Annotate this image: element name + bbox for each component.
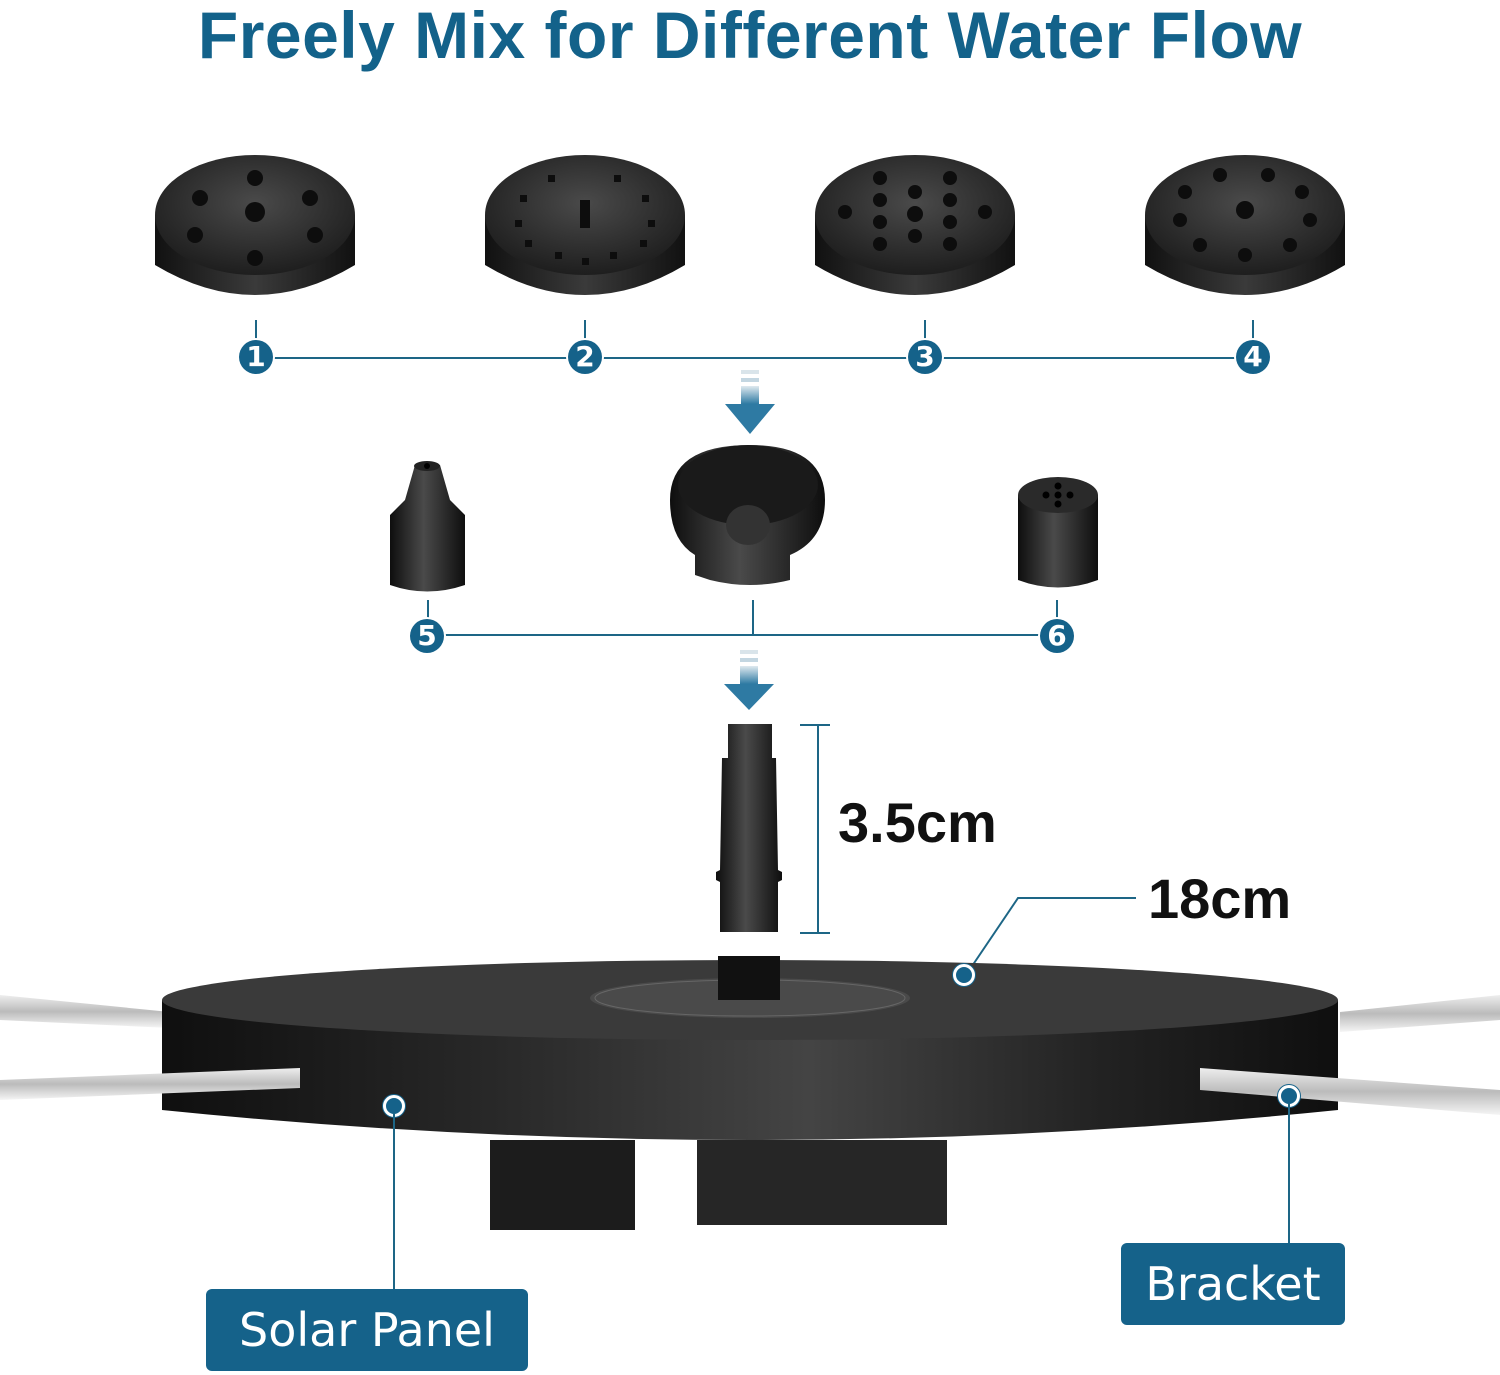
tick-funnel	[752, 600, 754, 634]
tick-4	[1252, 320, 1254, 357]
solar-panel-label: Solar Panel	[206, 1289, 528, 1371]
solar-panel-leader	[393, 1113, 395, 1291]
bracket-label: Bracket	[1121, 1243, 1345, 1325]
down-arrow-icon	[724, 650, 774, 710]
solar-fountain-base	[0, 956, 1500, 1230]
dim-cap-bottom	[800, 932, 830, 934]
tick-2	[584, 320, 586, 357]
bracket-leader	[1288, 1103, 1290, 1245]
nozzle-row-2	[390, 445, 1098, 592]
page-title: Freely Mix for Different Water Flow	[197, 0, 1303, 72]
nozzle-badge-1: 1	[239, 340, 273, 374]
spout-5	[390, 461, 465, 592]
dim-cap-top	[800, 724, 830, 726]
nozzle-badge-6: 6	[1040, 619, 1074, 653]
down-arrow-icon	[725, 370, 775, 434]
tick-6	[1056, 600, 1058, 634]
nozzle-badge-5: 5	[410, 619, 444, 653]
extension-tube	[716, 724, 782, 932]
nozzle-disc-2	[485, 155, 685, 295]
nozzle-badge-4: 4	[1236, 340, 1270, 374]
row1-connector	[255, 357, 1253, 359]
nozzle-disc-4	[1145, 155, 1345, 295]
diameter-callout-dot	[953, 964, 975, 986]
diameter-leader	[963, 897, 1136, 979]
nozzle-badge-2: 2	[568, 340, 602, 374]
spout-6	[1018, 477, 1098, 588]
nozzle-row-1	[155, 155, 1345, 295]
nozzle-disc-3	[815, 155, 1015, 295]
nozzle-disc-1	[155, 155, 355, 295]
funnel-adapter	[670, 445, 825, 585]
height-dimension-line	[817, 724, 819, 934]
diameter-dimension-label: 18cm	[1148, 867, 1292, 930]
tick-5	[427, 600, 429, 634]
tick-3	[924, 320, 926, 357]
tick-1	[255, 320, 257, 357]
height-dimension-label: 3.5cm	[838, 791, 997, 854]
row2-connector	[427, 634, 1057, 636]
nozzle-badge-3: 3	[908, 340, 942, 374]
